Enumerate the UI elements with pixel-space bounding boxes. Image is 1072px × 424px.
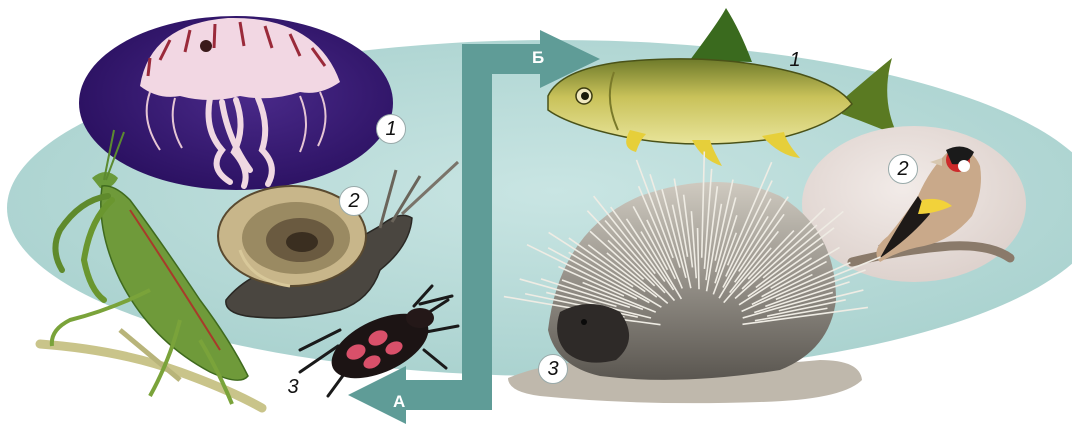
jellyfish-icon bbox=[79, 16, 393, 190]
label-porcupine-number: 3 bbox=[538, 354, 568, 384]
label-mantis-number: 3 bbox=[278, 372, 308, 402]
bird-icon bbox=[802, 126, 1026, 282]
label-bird-number: 2 bbox=[888, 154, 918, 184]
arrow-label-a: А bbox=[393, 392, 405, 412]
label-snail-number: 2 bbox=[339, 186, 369, 216]
arrow-label-b: Б bbox=[532, 48, 544, 68]
label-fish-number: 1 bbox=[780, 45, 810, 75]
label-jellyfish-number: 1 bbox=[376, 114, 406, 144]
